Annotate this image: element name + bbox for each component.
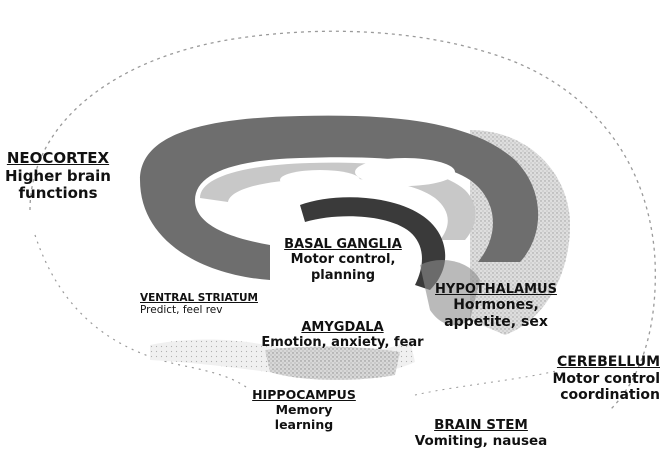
cerebellum-desc-line1: Motor control: [544, 371, 660, 388]
cerebellum-title: CEREBELLUM: [544, 354, 660, 371]
ventral-striatum-label: VENTRAL STRIATUM Predict, feel rev: [140, 292, 275, 317]
hippocampus-desc-line2: learning: [244, 418, 364, 433]
ventral-striatum-desc: Predict, feel rev: [140, 304, 275, 316]
hippocampus-desc-line1: Memory: [244, 403, 364, 418]
inner-oval-3: [228, 194, 272, 212]
ventral-striatum-title: VENTRAL STRIATUM: [140, 292, 275, 304]
basal-ganglia-label: BASAL GANGLIA Motor control, planning: [278, 237, 408, 283]
brainstem-desc: Vomiting, nausea: [406, 434, 556, 450]
cerebellum-label: CEREBELLUM Motor control coordination: [544, 354, 660, 404]
brainstem-label: BRAIN STEM Vomiting, nausea: [406, 418, 556, 450]
hypothalamus-label: HYPOTHALAMUS Hormones, appetite, sex: [426, 282, 566, 330]
neocortex-desc-line1: Higher brain: [4, 168, 112, 186]
hypothalamus-desc-line2: appetite, sex: [426, 314, 566, 331]
hippocampus-label: HIPPOCAMPUS Memory learning: [244, 388, 364, 432]
brain-outline-lower: [415, 370, 560, 395]
brainstem-title: BRAIN STEM: [406, 418, 556, 434]
inner-oval-1: [280, 170, 360, 190]
cerebellum-desc-line2: coordination: [544, 387, 660, 404]
hypothalamus-title: HYPOTHALAMUS: [426, 282, 566, 297]
amygdala-desc: Emotion, anxiety, fear: [255, 335, 430, 350]
hypothalamus-desc-line1: Hormones,: [426, 297, 566, 314]
amygdala-label: AMYGDALA Emotion, anxiety, fear: [255, 320, 430, 351]
neocortex-label: NEOCORTEX Higher brain functions: [4, 150, 112, 203]
neocortex-title: NEOCORTEX: [4, 150, 112, 168]
hippocampus-title: HIPPOCAMPUS: [244, 388, 364, 403]
amygdala-region: [265, 346, 400, 379]
amygdala-title: AMYGDALA: [255, 320, 430, 335]
basal-ganglia-desc-line1: Motor control,: [278, 252, 408, 267]
basal-ganglia-title: BASAL GANGLIA: [278, 237, 408, 252]
basal-ganglia-desc-line2: planning: [278, 268, 408, 283]
neocortex-desc-line2: functions: [4, 185, 112, 203]
inner-oval-2: [355, 158, 455, 186]
